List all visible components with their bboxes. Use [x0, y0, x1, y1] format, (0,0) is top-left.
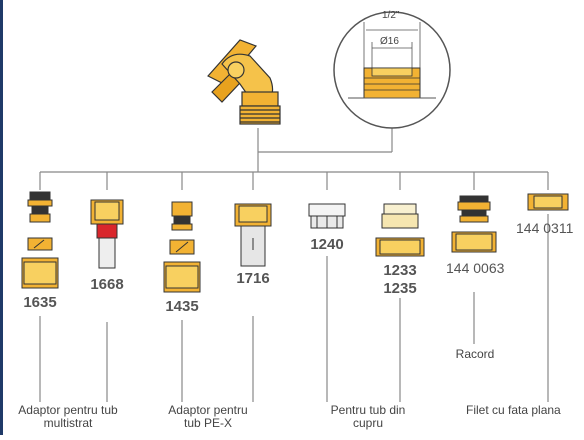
fitting-1240-icon: [308, 203, 346, 229]
code-1240: 1240: [310, 236, 344, 253]
dim-outer-label: 1/2": [382, 10, 400, 21]
desc-racord: Racord: [455, 347, 495, 361]
code-1440311: 144 0311: [516, 220, 574, 236]
desc-multistrat-line1: Adaptor pentru tub: [18, 403, 118, 417]
desc-filet: Filet cu fata plana: [466, 403, 561, 417]
fitting-1233-icon: [375, 203, 425, 257]
connector-lines: [39, 128, 549, 402]
code-1435: 1435: [165, 298, 199, 315]
code-1440063: 144 0063: [446, 260, 505, 276]
code-1635: 1635: [23, 294, 57, 311]
fitting-1435-icon: [163, 201, 201, 293]
fitting-1716-icon: [234, 203, 272, 267]
desc-cupru-line1: Pentru tub din: [330, 403, 406, 417]
desc-multistrat-line2: multistrat: [43, 416, 93, 430]
fitting-1440063-icon: [451, 195, 497, 253]
fitting-1668-icon: [90, 199, 124, 269]
desc-pex-line2: tub PE-X: [183, 416, 233, 430]
desc-cupru-line2: cupru: [352, 416, 384, 430]
fitting-1635-icon: [21, 191, 59, 289]
desc-pex: Adaptor pentru tub PE-X: [158, 404, 258, 430]
desc-multistrat: Adaptor pentru tub multistrat: [4, 404, 132, 430]
left-accent-bar: [0, 0, 3, 435]
fitting-1440311-icon: [527, 193, 569, 211]
code-1235: 1235: [383, 280, 417, 297]
desc-cupru: Pentru tub din cupru: [316, 404, 420, 430]
code-1716: 1716: [236, 270, 270, 287]
code-1668: 1668: [90, 276, 124, 293]
elbow-fitting-icon: [207, 39, 281, 125]
thread-detail-circle: [333, 11, 451, 129]
code-1233: 1233: [383, 262, 417, 279]
desc-pex-line1: Adaptor pentru: [168, 403, 248, 417]
dim-inner-label: Ø16: [380, 36, 399, 47]
